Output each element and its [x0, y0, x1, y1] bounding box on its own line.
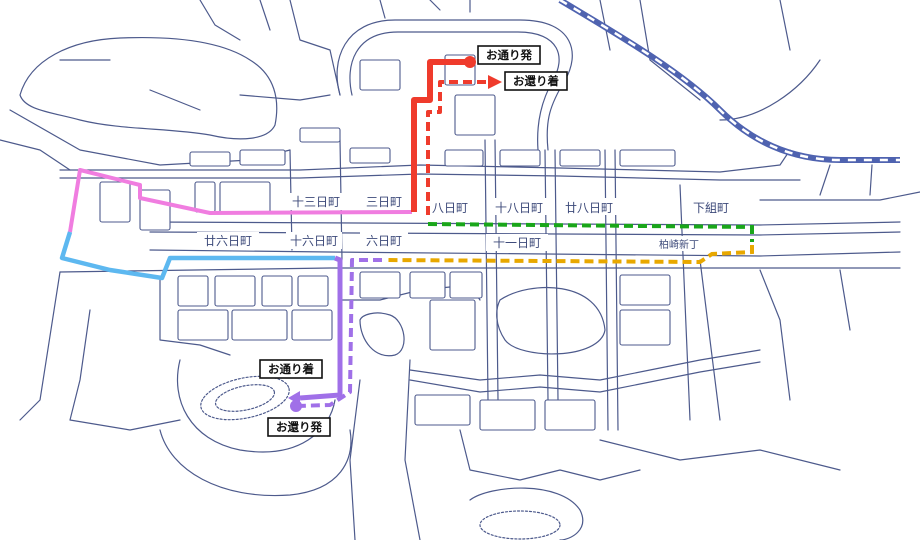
route-purple-outbound — [299, 255, 343, 401]
route-purple-return — [295, 258, 382, 408]
town-label-shimogumi: 下組町 — [693, 201, 729, 215]
town-label-juhachi: 十八日町 — [495, 201, 543, 215]
callout-return-depart: お還り発 — [267, 417, 331, 437]
callout-outbound-depart: お通り発 — [477, 45, 541, 65]
red-start-marker — [464, 56, 476, 68]
town-label-juroku: 十六日町 — [290, 234, 338, 248]
town-label-nijuroku: 廿六日町 — [204, 234, 252, 248]
town-label-kashiwazaki: 柏崎新丁 — [659, 238, 699, 251]
callout-text: お還り着 — [513, 74, 559, 88]
town-label-juichi: 十一日町 — [493, 236, 541, 250]
callout-outbound-arrive: お通り着 — [259, 359, 323, 379]
town-label-mikka: 三日町 — [366, 195, 402, 209]
route-orange — [384, 245, 754, 265]
railway-track — [558, 0, 900, 163]
purple-start-marker — [290, 400, 302, 412]
town-label-nijuhachi: 廿八日町 — [565, 201, 613, 215]
callout-return-arrive: お還り着 — [504, 71, 568, 91]
route-green — [427, 222, 754, 242]
route-pink — [68, 168, 413, 233]
route-blue — [59, 231, 335, 281]
town-label-muika: 六日町 — [366, 234, 402, 248]
callout-text: お通り発 — [486, 48, 532, 62]
callout-text: お還り発 — [276, 420, 322, 434]
town-labels: 十三日町 三日町 八日町 十八日町 廿八日町 下組町 廿六日町 十六日町 六日町… — [197, 193, 736, 251]
town-label-yoka: 八日町 — [432, 201, 468, 215]
town-label-jusan: 十三日町 — [292, 195, 340, 209]
route-red-outbound — [411, 59, 470, 212]
red-arrow-head — [488, 75, 502, 89]
route-red-return — [426, 80, 490, 215]
callout-text: お通り着 — [268, 362, 314, 376]
